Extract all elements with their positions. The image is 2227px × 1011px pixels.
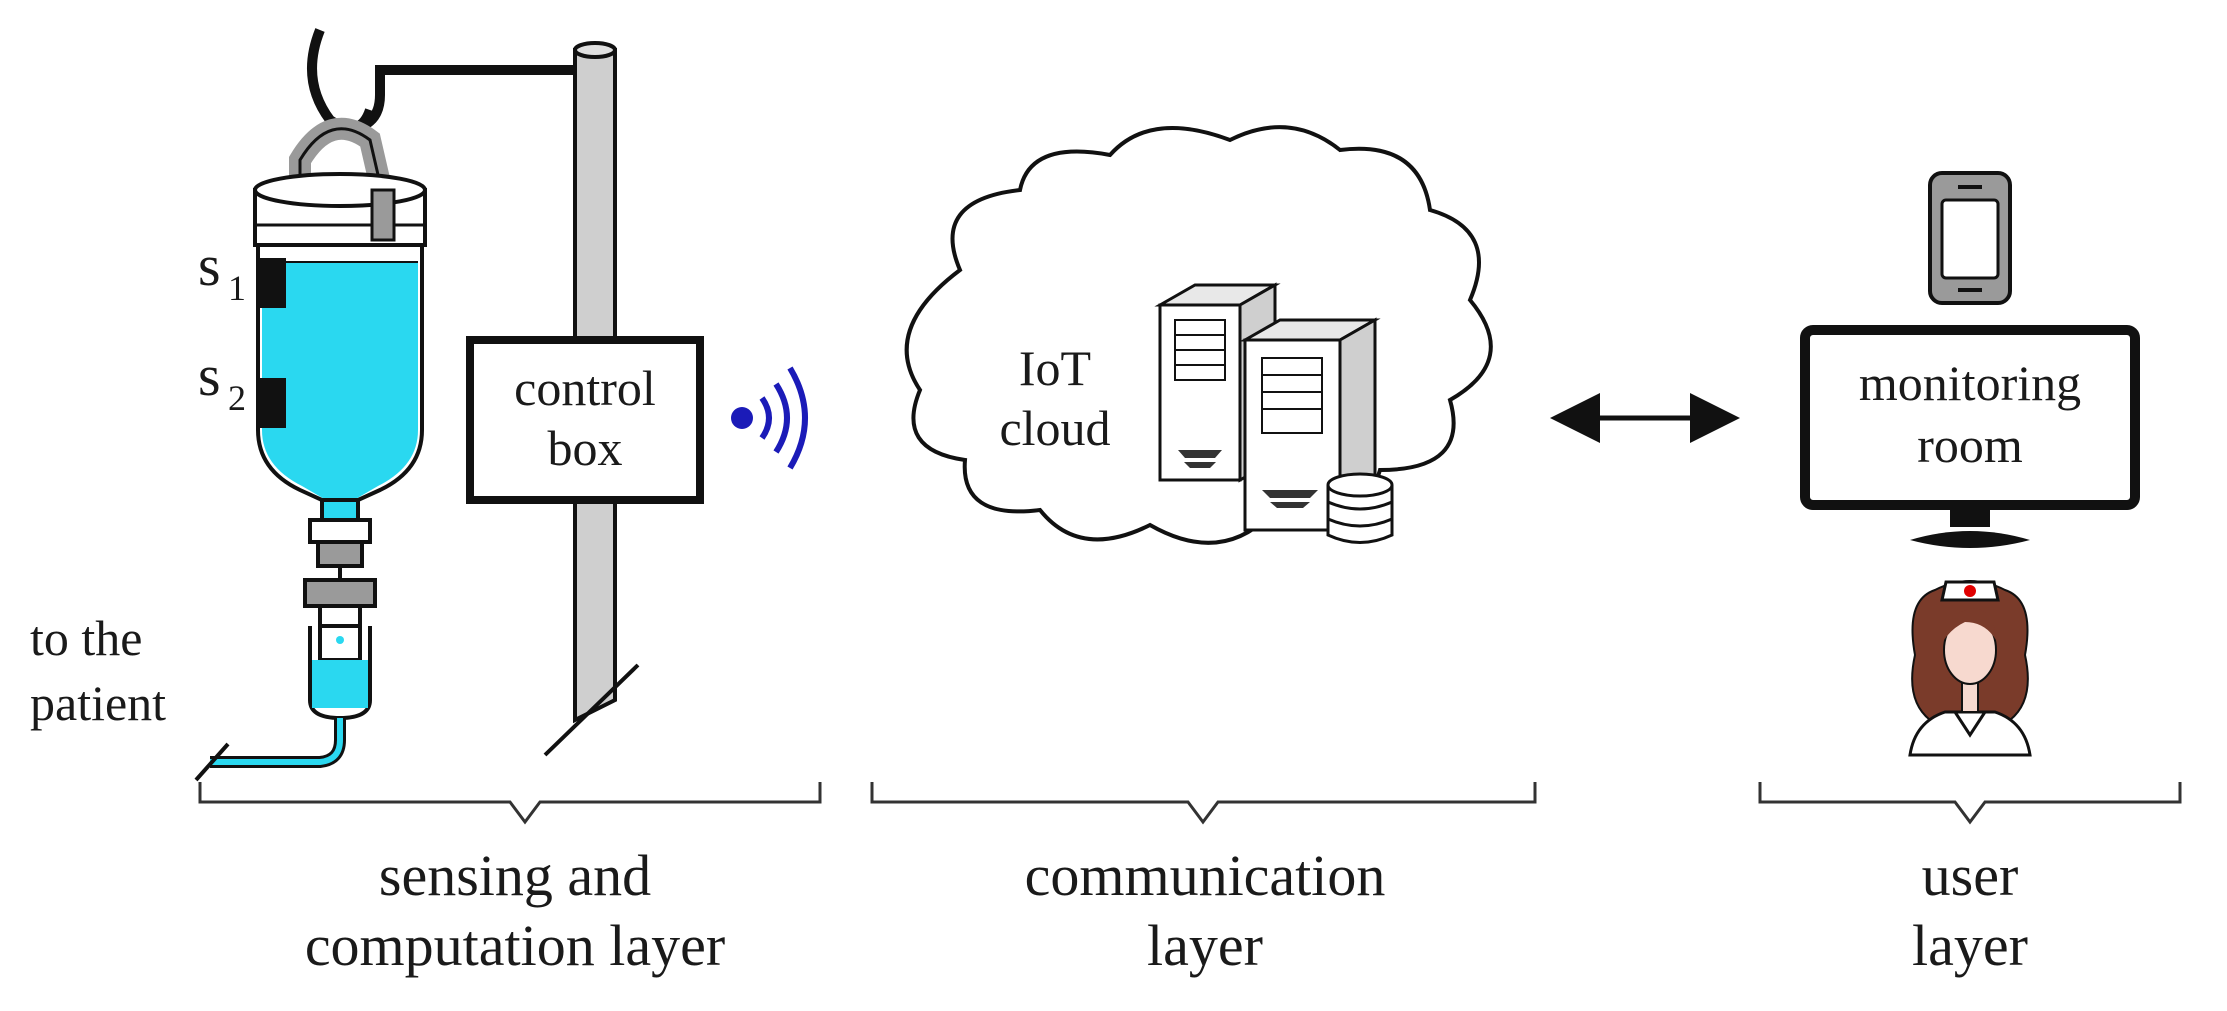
layer-sensing-line1: sensing and [379,843,651,908]
brace-sensing [198,782,822,825]
sensor-s2: s 2 [198,343,286,428]
control-box: control box [466,336,704,504]
sensor-s2-index: 2 [228,378,246,418]
layer-label-communication: communication layer [1025,843,1386,978]
monitor-label-line2: room [1917,417,2023,473]
database-icon [1326,472,1394,544]
layer-label-user: user layer [1912,843,2028,978]
monitor-label-line1: monitoring [1859,355,2081,411]
patient-label-line2: patient [30,675,166,731]
monitor-icon: monitoring room [1800,325,2140,548]
patient-label-line1: to the [30,610,142,666]
layer-label-sensing: sensing and computation layer [305,843,725,978]
cloud-label-line2: cloud [999,400,1110,456]
control-box-line1: control [514,360,656,416]
layer-communication-line1: communication [1025,843,1386,908]
layer-sensing-line2: computation layer [305,913,725,978]
iot-cloud: IoT cloud [904,125,1493,545]
brace-communication [870,782,1537,825]
layer-user-line2: layer [1912,913,2028,978]
brace-user [1758,782,2182,825]
layer-communication-line2: layer [1147,913,1263,978]
patient-label: to the patient [30,610,166,731]
sensor-s1: s 1 [198,233,286,308]
smartphone-icon [1928,171,2012,305]
wireless-signal-icon [731,366,808,470]
iv-bag-icon [194,28,427,782]
sensor-s1-letter: s [198,233,221,298]
control-box-line2: box [548,420,623,476]
sensor-s1-index: 1 [228,268,246,308]
layer-user-line1: user [1922,843,2019,908]
sensor-s2-letter: s [198,343,221,408]
nurse-icon [1908,580,2032,757]
cloud-label-line1: IoT [1019,340,1091,396]
